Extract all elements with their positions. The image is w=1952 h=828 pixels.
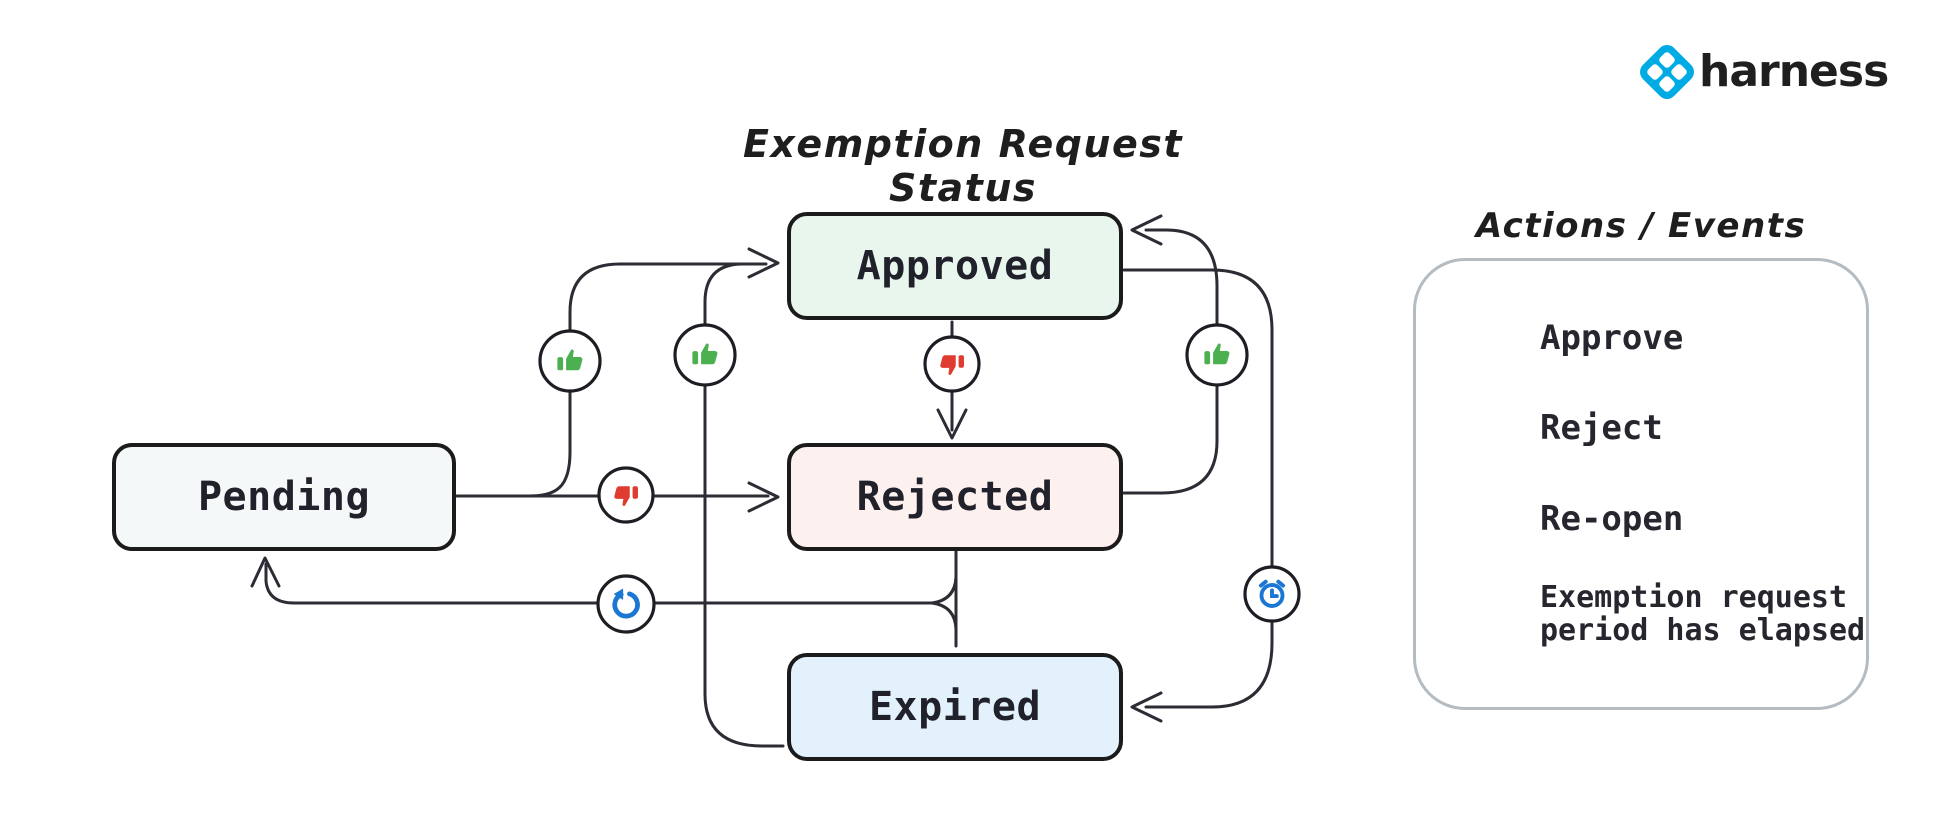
state-approved: Approved — [787, 212, 1123, 320]
arrowhead-into-approved-left — [747, 247, 780, 279]
state-expired: Expired — [787, 653, 1123, 761]
legend-item-elapsed-line2: period has elapsed — [1540, 613, 1866, 648]
arrowhead-into-approved-right — [1130, 214, 1163, 246]
state-rejected-label: Rejected — [856, 474, 1054, 520]
arrowhead-into-rejected-top — [936, 408, 968, 440]
state-expired-label: Expired — [868, 684, 1042, 730]
state-rejected: Rejected — [787, 443, 1123, 551]
transition-approved-expired-line — [1122, 268, 1274, 709]
legend-title: Actions / Events — [1475, 206, 1807, 246]
diagram-title: Exemption Request Status — [742, 122, 1184, 210]
legend-item-approve: Approve — [1540, 318, 1684, 358]
legend-item-reject: Reject — [1540, 408, 1663, 448]
badge-reopen — [596, 574, 656, 634]
state-approved-label: Approved — [856, 243, 1054, 289]
harness-logo-icon — [1635, 40, 1699, 104]
brand-name: harness — [1699, 46, 1889, 97]
state-pending-label: Pending — [197, 474, 371, 520]
transition-reopen-line — [264, 562, 936, 605]
legend-item-elapsed: Exemption request period has elapsed — [1540, 581, 1865, 647]
reopen-fork-lower-curve — [930, 601, 958, 631]
arrowhead-into-expired-right — [1130, 691, 1163, 723]
transition-pending-approved-line — [455, 262, 768, 498]
transition-expired-approved-line — [703, 262, 785, 748]
legend-item-reopen: Re-open — [1540, 499, 1684, 539]
arrowhead-into-pending-bottom — [250, 556, 281, 588]
legend-item-elapsed-line1: Exemption request — [1540, 580, 1848, 615]
legend-panel — [1413, 258, 1869, 710]
state-pending: Pending — [112, 443, 456, 551]
brand-logo: harness — [1635, 40, 1889, 104]
arrowhead-into-rejected-left — [747, 481, 780, 513]
reopen-fork-upper-curve — [930, 575, 958, 605]
